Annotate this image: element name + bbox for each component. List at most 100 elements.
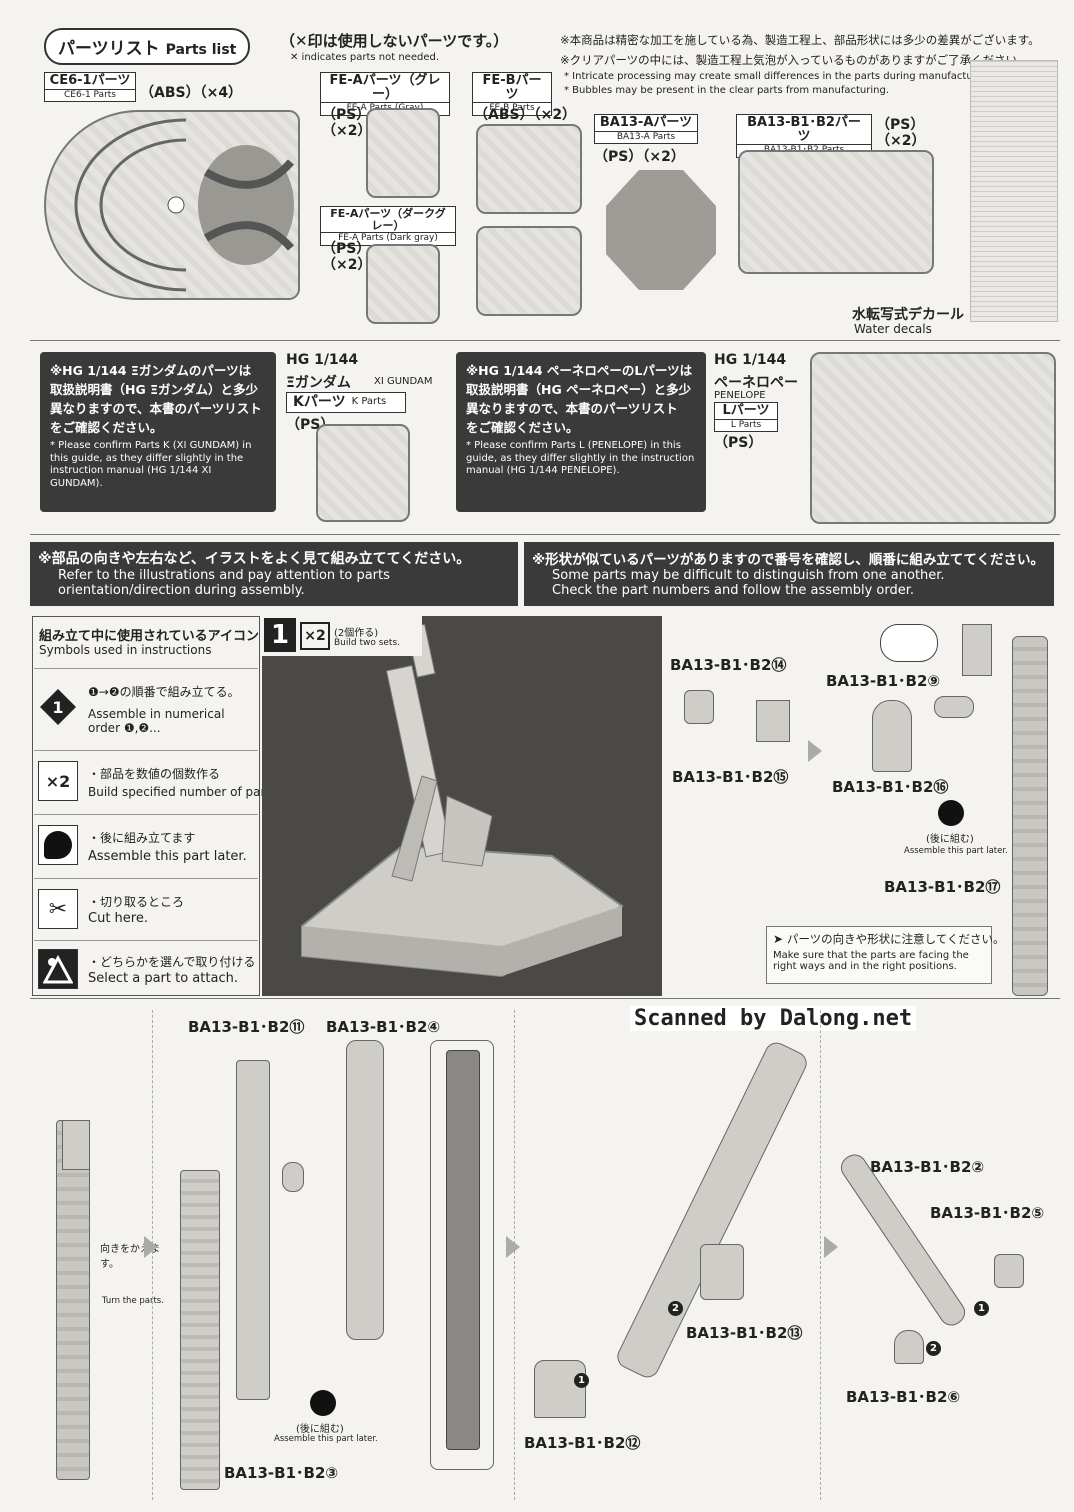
- xi-kit-name-en: XI GUNDAM: [374, 376, 433, 387]
- step1-number: 1: [264, 618, 296, 652]
- runner-ba13a-material: （PS）（×2）: [594, 149, 685, 165]
- legend-item-multiply: ×2 ・部品を数値の個数作る Build specified number of…: [34, 750, 280, 812]
- legend-item-select: ・どちらかを選んで取り付ける Select a part to attach.: [34, 940, 258, 996]
- step1-mult-en: Build two sets.: [334, 638, 401, 648]
- bottom-part-12: [534, 1360, 586, 1418]
- later-hint-bubble: [880, 624, 938, 662]
- xi-parts-name: Kパーツ: [293, 394, 346, 410]
- part-9: [934, 696, 974, 718]
- runner-ba13a-sub: BA13-A Parts: [616, 131, 676, 142]
- bottom-part-13: [700, 1244, 744, 1300]
- divider-bottom: [30, 998, 1060, 999]
- bottom-vline-3: [820, 1010, 821, 1500]
- pen-parts-name: Lパーツ: [715, 403, 777, 420]
- runner-ba13a-image: [606, 170, 716, 290]
- step-num-1a-icon: 1: [574, 1373, 589, 1388]
- runner-feb-name: FE-Bパーツ: [473, 73, 551, 104]
- label-p13: BA13-B1･B2⑬: [686, 1324, 803, 1342]
- icon-legend-title-jp: 組み立て中に使用されているアイコン: [39, 629, 259, 644]
- notice-left-en2: orientation/direction during assembly.: [58, 583, 305, 598]
- runner-fea-gray-qty: （×2）: [322, 123, 372, 139]
- runner-ba13b-image: [738, 150, 934, 274]
- bottom-part-dark-frame: [430, 1040, 494, 1470]
- legend-select-jp: ・どちらかを選んで取り付ける: [88, 955, 256, 969]
- step-num-1a: 1: [574, 1368, 589, 1388]
- runner-label-feb: FE-Bパーツ FE-B Parts: [472, 72, 552, 116]
- pen-parts-label: Lパーツ L Parts: [714, 402, 778, 433]
- legend-select-en: Select a part to attach.: [88, 971, 238, 986]
- bubble-note-en: * Bubbles may be present in the clear pa…: [564, 85, 890, 96]
- xi-parts-label: Kパーツ K Parts: [286, 392, 406, 413]
- caution-jp: ➤ パーツの向きや形状に注意してください。: [773, 931, 1004, 947]
- xi-kit-name: Ξガンダム: [286, 375, 351, 391]
- runner-fea-gray-material: （PS）: [322, 107, 371, 123]
- legend-numerical-en: Assemble in numerical order ❶,❷...: [88, 707, 225, 735]
- notice-right: ※形状が似ているパーツがありますので番号を確認し、順番に組み立ててください。 S…: [524, 542, 1054, 606]
- notice-left: ※部品の向きや左右など、イラストをよく見て組み立ててください。 Refer to…: [30, 542, 518, 606]
- not-needed-note: （✕印は使用しないパーツです。）: [280, 32, 509, 50]
- legend-multiply-jp: ・部品を数値の個数作る: [88, 767, 221, 781]
- legend-later-en: Assemble this part later.: [88, 849, 247, 864]
- part-top-block: [962, 624, 992, 676]
- runner-ce6-image: [44, 110, 300, 300]
- step1-illustration: [262, 616, 662, 996]
- legend-item-numerical: 1 ❶→❷の順番で組み立てる。 Assemble in numerical or…: [34, 668, 258, 748]
- label-p15: BA13-B1･B2⑮: [672, 768, 789, 786]
- notice-right-en2: Check the part numbers and follow the as…: [552, 583, 915, 598]
- bottom-arrow-2: [506, 1236, 520, 1258]
- later-en-bottom: Assemble this part later.: [274, 1434, 378, 1444]
- later-en-small: Assemble this part later.: [904, 846, 1008, 856]
- divider-notice: [30, 534, 1060, 535]
- step-arrow-1: [808, 740, 822, 762]
- pen-kit-name-en: PENELOPE: [714, 390, 766, 401]
- step-num-2b: 2: [926, 1336, 941, 1356]
- not-needed-note-en: ✕ indicates parts not needed.: [290, 52, 440, 63]
- label-p17: BA13-B1･B2⑰: [884, 878, 1001, 896]
- label-p9: BA13-B1･B2⑨: [826, 672, 941, 690]
- pen-notice-line2: 取扱説明書（HG ペーネロペー）と多少: [466, 382, 692, 397]
- manufacturing-note-en: * Intricate processing may create small …: [564, 71, 996, 82]
- parts-list-title-en: Parts list: [165, 42, 237, 58]
- runner-fea-dark-name: FE-Aパーツ（ダークグレー）: [321, 207, 455, 234]
- bottom-part-mid: [236, 1060, 270, 1400]
- pen-parts-name-en: L Parts: [730, 419, 762, 430]
- caution-arrow-icon: ➤: [773, 932, 787, 946]
- pen-notice-line4: をご確認ください。: [466, 420, 579, 435]
- legend-cut-en: Cut here.: [88, 911, 148, 926]
- legend-later-jp: ・後に組み立てます: [88, 831, 196, 845]
- icon-legend-panel: 組み立て中に使用されているアイコン Symbols used in instru…: [32, 616, 260, 996]
- bottom-part-11: [282, 1162, 304, 1192]
- caution-en2: right ways and in the right positions.: [773, 961, 957, 972]
- xi-parts-name-en: K Parts: [351, 396, 387, 408]
- stand-illustration: [301, 623, 624, 978]
- runner-fea-gray-image: [366, 108, 440, 198]
- bottom-part-3: [180, 1170, 220, 1490]
- runner-fea-dark-qty: （×2）: [322, 257, 372, 273]
- decal-label-en: Water decals: [854, 322, 932, 336]
- runner-ba13b-name: BA13-B1･B2パーツ: [737, 115, 871, 146]
- bottom-arrow-3: [824, 1236, 838, 1258]
- runner-label-ba13a: BA13-Aパーツ BA13-A Parts: [594, 114, 698, 145]
- runner-ba13b-qty: （×2）: [876, 133, 926, 149]
- notice-left-en1: Refer to the illustrations and pay atten…: [58, 568, 390, 583]
- svg-text:1: 1: [52, 698, 63, 717]
- part-14: [684, 690, 714, 724]
- step-num-2b-icon: 2: [926, 1341, 941, 1356]
- runner-fea-dark-material: （PS）: [322, 241, 371, 257]
- legend-multiply-en: Build specified number of parts.: [88, 785, 281, 799]
- xi-gundam-notice-box: ※HG 1/144 Ξガンダムのパーツは 取扱説明書（HG Ξガンダム）と多少 …: [40, 352, 276, 512]
- label-p11: BA13-B1･B2⑪: [188, 1018, 305, 1036]
- step-num-2a-icon: 2: [668, 1301, 683, 1316]
- turn-parts-jp: 向きをかえます。: [100, 1244, 160, 1270]
- pen-parts-material: （PS）: [714, 435, 763, 451]
- pen-notice-line1: ※HG 1/144 ペーネロペーのLパーツは: [466, 363, 693, 378]
- multiply-icon: ×2: [38, 761, 78, 801]
- runner-fea-dark-image: [366, 244, 440, 324]
- bottom-part-6: [894, 1330, 924, 1364]
- runner-feb-image-2: [476, 226, 582, 316]
- assemble-later-icon: [38, 825, 78, 865]
- bottom-part-4: [346, 1040, 384, 1340]
- pen-kit-name: ペーネロペー: [714, 375, 798, 391]
- select-part-icon: [38, 949, 78, 989]
- pen-notice-en: * Please confirm Parts L (PENELOPE) in t…: [466, 440, 695, 476]
